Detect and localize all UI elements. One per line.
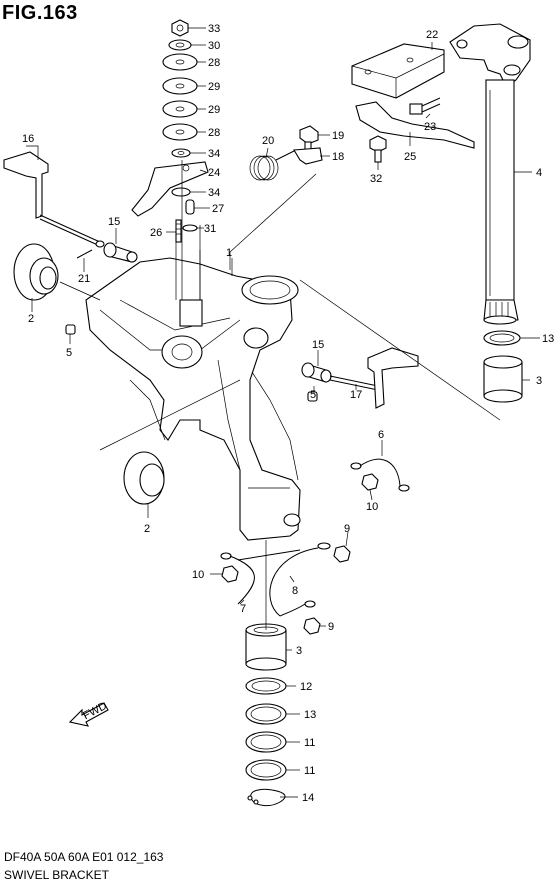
callout-23: 23 <box>424 121 436 133</box>
callout-11b: 11 <box>304 765 315 777</box>
part-lever-24 <box>131 161 209 217</box>
callout-18: 18 <box>332 151 344 163</box>
part-clip-18 <box>293 147 323 165</box>
callout-28a: 28 <box>208 57 220 69</box>
footer-diagram-name: SWIVEL BRACKET <box>4 868 109 882</box>
callout-3b: 3 <box>296 645 302 657</box>
part-bushing-15b <box>301 362 332 383</box>
part-bolt-9a <box>333 545 351 563</box>
callout-29b: 29 <box>208 104 220 116</box>
part-washer-11b <box>245 759 287 781</box>
part-washer-31 <box>182 224 198 232</box>
part-wire-8 <box>237 542 331 617</box>
figure-title: FIG.163 <box>2 2 78 24</box>
callout-9b: 9 <box>328 621 334 633</box>
part-bolt-9b <box>303 617 321 635</box>
part-swivel-bracket-1 <box>85 240 301 541</box>
part-bolt-5b <box>307 391 318 402</box>
part-washer-13b <box>245 703 287 725</box>
callout-10b: 10 <box>192 569 204 581</box>
part-washer-30 <box>168 39 192 51</box>
part-lever-25 <box>355 101 475 149</box>
callout-numbers: 33 30 28 29 29 28 34 24 34 27 31 26 16 1… <box>22 23 554 804</box>
assembly-lines <box>59 160 501 630</box>
part-bolt-19 <box>299 125 319 151</box>
part-plate-28a <box>162 53 198 71</box>
callout-14: 14 <box>302 792 314 804</box>
part-steering-shaft-4 <box>449 23 531 325</box>
callout-34a: 34 <box>208 148 220 160</box>
part-holder-22 <box>351 43 445 99</box>
callout-5a: 5 <box>66 347 72 359</box>
callout-27: 27 <box>212 203 224 215</box>
callout-1: 1 <box>226 247 232 259</box>
callout-8: 8 <box>292 585 298 597</box>
part-bolt-23 <box>409 97 441 115</box>
part-pin-27 <box>185 199 195 215</box>
callout-17: 17 <box>350 389 362 401</box>
part-wire-7 <box>220 552 255 605</box>
callout-16: 16 <box>22 133 34 145</box>
callout-19: 19 <box>332 130 344 142</box>
callout-30: 30 <box>208 40 220 52</box>
callout-7: 7 <box>240 603 246 615</box>
part-bushing-2a <box>13 243 59 301</box>
callout-3a: 3 <box>536 375 542 387</box>
callout-25: 25 <box>404 151 416 163</box>
callout-2a: 2 <box>28 313 34 325</box>
part-bracket-17 <box>329 347 419 409</box>
callout-22: 22 <box>426 29 438 41</box>
callout-33: 33 <box>208 23 220 35</box>
callout-31: 31 <box>204 223 216 235</box>
fwd-label: FWD <box>81 700 109 722</box>
callout-15b: 15 <box>312 339 324 351</box>
part-washer-13a <box>483 330 521 346</box>
callout-29a: 29 <box>208 81 220 93</box>
callout-2b: 2 <box>144 523 150 535</box>
callout-21: 21 <box>78 273 90 285</box>
callout-4: 4 <box>536 167 542 179</box>
callout-26: 26 <box>150 227 162 239</box>
part-stud-26 <box>175 219 182 243</box>
callout-5b: 5 <box>310 389 316 401</box>
callout-15a: 15 <box>108 216 120 228</box>
part-bolt-10a <box>361 473 379 491</box>
part-washer-11a <box>245 731 287 753</box>
part-bushing-2b <box>123 451 165 505</box>
part-bushing-3b <box>245 623 287 671</box>
callout-11a: 11 <box>304 737 315 749</box>
callout-34b: 34 <box>208 187 220 199</box>
part-bushing-15a <box>103 242 138 263</box>
footer-diagram-code: DF40A 50A 60A E01 012_163 <box>4 850 164 864</box>
part-snap-ring-14 <box>247 788 286 807</box>
callout-9a: 9 <box>344 523 350 535</box>
fwd-arrow-icon: FWD <box>68 700 109 727</box>
callout-20: 20 <box>262 135 274 147</box>
part-cotter-21 <box>76 249 93 259</box>
callout-28b: 28 <box>208 127 220 139</box>
part-bolt-5a <box>65 324 76 335</box>
callout-10a: 10 <box>366 501 378 513</box>
callout-13a: 13 <box>542 333 554 345</box>
callout-24: 24 <box>208 167 220 179</box>
part-nut-33 <box>171 19 189 37</box>
part-spring-20 <box>249 149 297 181</box>
leader-lines <box>26 27 540 798</box>
callout-32: 32 <box>370 173 382 185</box>
callout-12: 12 <box>300 681 312 693</box>
callout-6: 6 <box>378 429 384 441</box>
part-plate-29a <box>162 77 198 95</box>
part-plate-28b <box>162 123 198 141</box>
part-wire-6 <box>350 458 410 492</box>
part-washer-34b <box>171 187 191 197</box>
part-bracket-16 <box>3 151 105 248</box>
part-bushing-3a <box>483 355 523 403</box>
part-washer-34a <box>171 148 191 158</box>
callout-13b: 13 <box>304 709 316 721</box>
part-bolt-10b <box>221 565 239 583</box>
part-plate-29b <box>162 100 198 118</box>
part-washer-12 <box>245 677 287 695</box>
part-bolt-32 <box>369 135 387 163</box>
